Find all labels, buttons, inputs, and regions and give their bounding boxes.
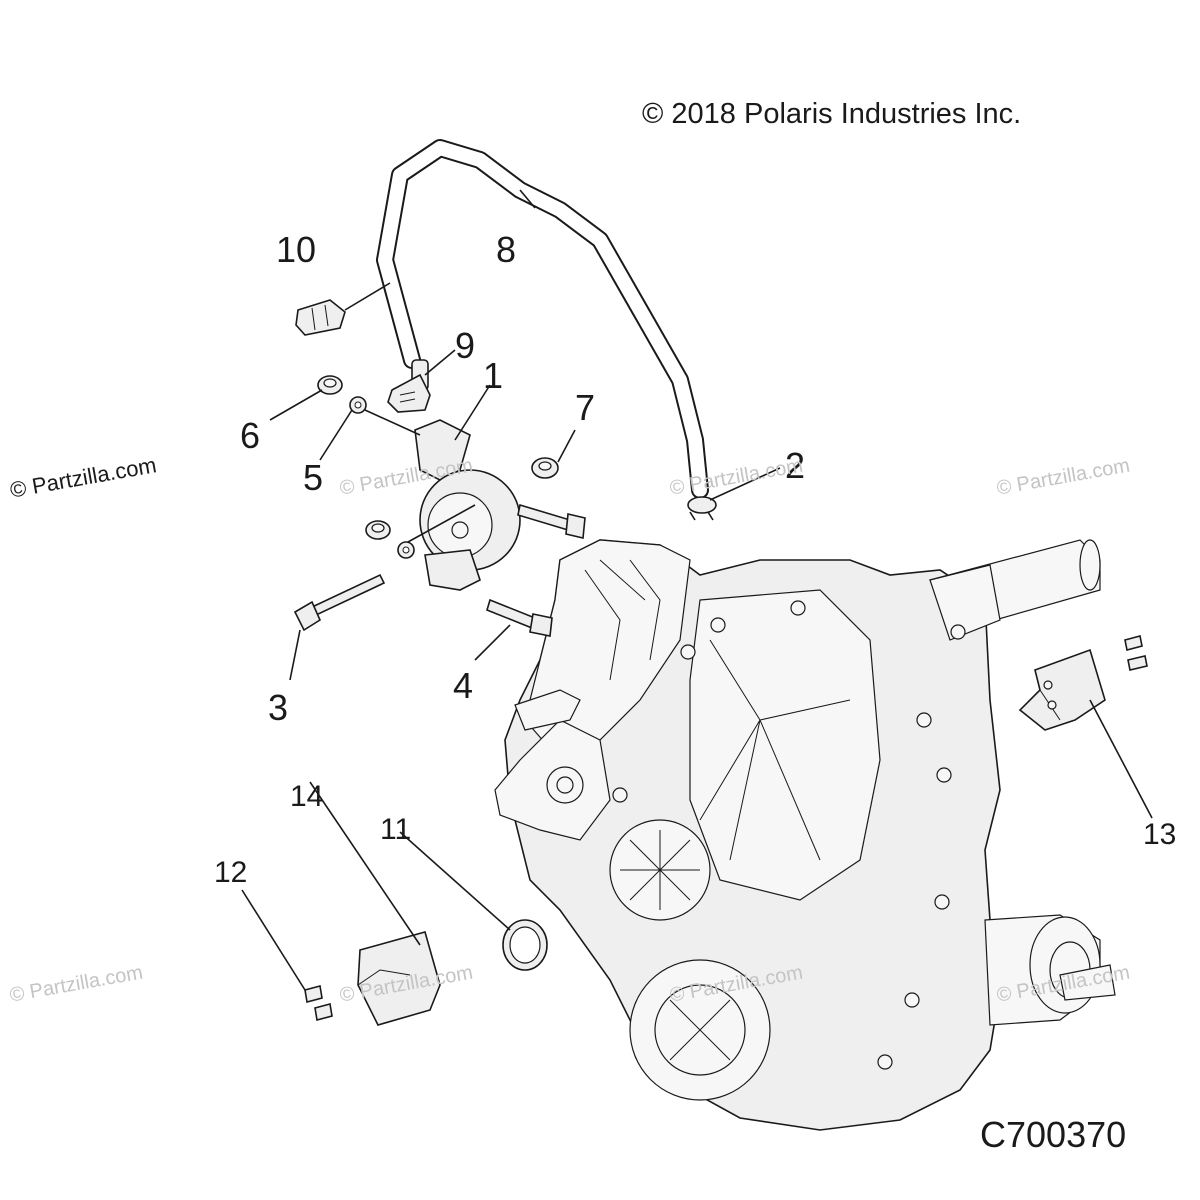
heat-shield-right bbox=[1018, 635, 1148, 731]
grommet-lower bbox=[365, 520, 391, 540]
hose-clip bbox=[295, 299, 346, 336]
heat-shield-left bbox=[304, 931, 441, 1026]
elbow-fitting bbox=[387, 359, 431, 413]
callout-11: 11 bbox=[380, 813, 412, 846]
callout-14: 14 bbox=[290, 780, 324, 813]
callout-5: 5 bbox=[303, 457, 324, 498]
leader-lines bbox=[241, 189, 1153, 991]
bolt-upper bbox=[517, 503, 586, 539]
callout-6: 6 bbox=[240, 415, 261, 456]
copyright-text: © 2018 Polaris Industries Inc. bbox=[642, 98, 1022, 130]
callout-8: 8 bbox=[496, 229, 517, 270]
callout-7: 7 bbox=[575, 387, 596, 428]
diagram-id: C700370 bbox=[980, 1114, 1127, 1155]
bolt-4 bbox=[486, 598, 553, 637]
housing-bolts bbox=[612, 600, 966, 1070]
callout-4: 4 bbox=[453, 665, 474, 706]
grommet bbox=[317, 375, 343, 395]
breather-hose bbox=[376, 139, 709, 499]
callout-3: 3 bbox=[268, 687, 289, 728]
callout-10: 10 bbox=[276, 229, 317, 270]
transmission-housing bbox=[494, 539, 1116, 1131]
callout-12: 12 bbox=[214, 856, 248, 889]
bolt-3 bbox=[293, 573, 386, 632]
o-ring bbox=[502, 919, 548, 971]
washer-lower bbox=[397, 541, 415, 559]
grommet-right bbox=[531, 457, 559, 479]
callout-9: 9 bbox=[455, 325, 476, 366]
callout-13: 13 bbox=[1143, 818, 1177, 851]
callout-1: 1 bbox=[483, 355, 504, 396]
hose-clamp bbox=[687, 496, 717, 521]
sensor-housing bbox=[414, 419, 521, 591]
callout-2: 2 bbox=[785, 445, 806, 486]
washer bbox=[349, 396, 367, 414]
